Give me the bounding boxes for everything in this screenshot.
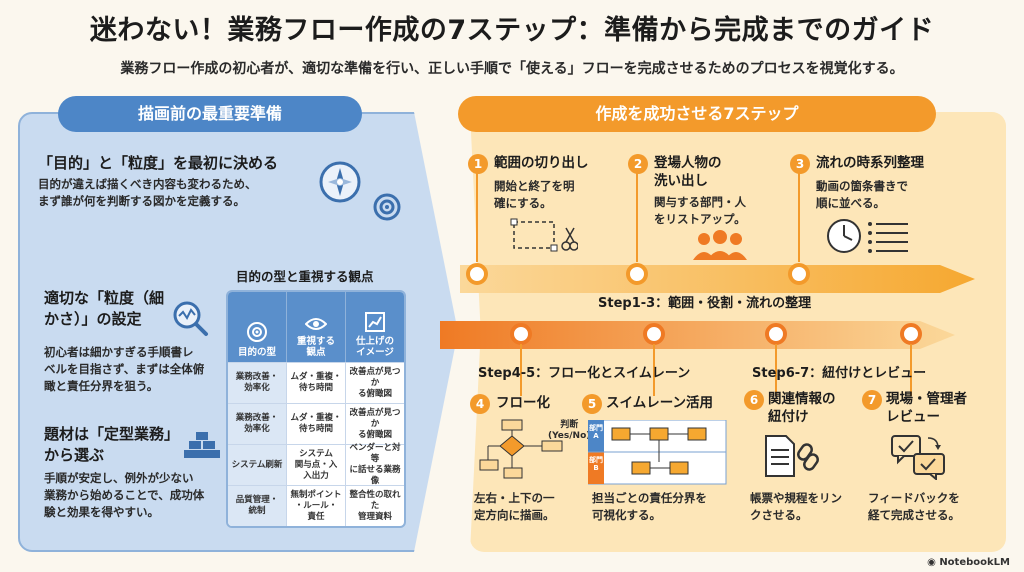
step-2-body: 関与する部門・人 をリストアップ。 [654,195,746,226]
blocks-icon [184,432,220,458]
page-subtitle: 業務フロー作成の初心者が、適切な準備を行い、正しい手順で「使える」フローを完成さ… [120,61,904,77]
purpose-granularity-body: 目的が違えば描くべき内容も変わるため、 まず誰が何を判断する図かを定義する。 [38,177,257,208]
people-icon [693,230,747,260]
table-row: 業務改善・効率化 ムダ・重複・待ち時間 改善点が見つかる俯瞰図 [228,362,404,403]
step-3-title: 流れの時系列整理 [816,155,924,171]
header-purpose-type: 目的の型 [228,292,287,362]
step-number-2: 2 [628,154,648,174]
connector-line [636,170,638,262]
target-icon [373,193,401,221]
chart-board-icon [365,312,385,332]
table-header-row: 目的の型 重視する 観点 仕上げの イメージ [228,292,404,362]
eye-icon [305,318,327,330]
step-1-body: 開始と終了を明 確にする。 [494,179,575,210]
feedback-chat-icon [891,435,945,480]
connector-line [520,344,522,396]
step-7-body: フィードバックを 経て完成させる。 [868,491,960,522]
connector-line [476,170,478,262]
page-title: 迷わない！業務フロー作成の7ステップ：準備から完成までのガイド [89,15,935,46]
table-row: システム刷新 システム関与点・入入出力 ベンダーと対等に話せる業務像 [228,443,404,486]
step-number-5: 5 [582,394,602,414]
step-7-title: 現場・管理者 レビュー [886,391,967,425]
step-5-body: 担当ごとの責任分界を 可視化する。 [592,491,707,522]
notebooklm-watermark: ◉ NotebookLM [927,557,1010,568]
swimlane-icon [588,420,727,485]
step-number-7: 7 [862,390,882,410]
connector-line [910,344,912,396]
compass-icon [319,161,361,203]
granularity-title: 適切な「粒度（細 かさ）」の設定 [44,289,165,328]
target-icon [247,322,267,342]
step-2-title: 登場人物の 洗い出し [654,155,722,189]
step-5-title: スイムレーン活用 [606,395,714,411]
notebooklm-logo-icon: ◉ [927,557,936,568]
step-3-body: 動画の箇条書きで 順に並べる。 [816,179,908,210]
decision-label: 判断 (Yes/No) [548,420,591,441]
step-6-body: 帳票や規程をリン クさせる。 [750,491,842,522]
viewpoint-table: 目的の型 重視する 観点 仕上げの イメージ 業務改善・効率化 ムダ・重複・待ち… [226,290,406,528]
step-number-4: 4 [470,394,490,414]
step-4-body: 左右・上下の一 定方向に描画。 [474,491,555,522]
timeline-dots [466,263,922,345]
viewpoint-table-title: 目的の型と重視する観点 [236,269,374,284]
routine-task-body: 手順が安定し、例外が少ない 業務から始めることで、成功体 験と効果を得やすい。 [44,471,205,519]
preparation-header: 描画前の最重要準備 [58,96,362,132]
connector-line [775,344,777,396]
step-number-6: 6 [744,390,764,410]
document-link-icon [765,435,819,477]
stage-label-6-7: Step6-7：紐付けとレビュー [752,366,927,381]
step-number-3: 3 [790,154,810,174]
granularity-body: 初心者は細かすぎる手順書レ ベルを目指さず、まずは全体俯 瞰と責任分界を狙う。 [44,345,205,393]
stage-label-4-5: Step4-5：フロー化とスイムレーン [478,366,691,381]
stage-label-1-3: Step1-3：範囲・役割・流れの整理 [598,296,812,311]
table-row: 業務改善・効率化 ムダ・重複・待ち時間 改善点が見つかる俯瞰図 [228,403,404,444]
header-viewpoint: 重視する 観点 [287,292,346,362]
process-arrows [440,265,975,349]
step-4-title: フロー化 [496,395,550,411]
step-1-title: 範囲の切り出し [494,155,589,171]
crop-scissors-icon [510,218,578,252]
step-number-1: 1 [468,154,488,174]
magnifier-icon [173,301,208,336]
purpose-granularity-title: 「目的」と「粒度」を最初に決める [38,154,279,172]
lane-b-label: 部門B [589,456,603,472]
table-row: 品質管理・統制 無制ポイント・ルール・責任 整合性の取れた管理資料 [228,485,404,526]
routine-task-title: 題材は「定型業務」 から選ぶ [44,425,180,464]
connector-line [653,344,655,396]
clock-list-icon [827,219,908,253]
steps-header: 作成を成功させる7ステップ [458,96,936,132]
lane-a-label: 部門A [589,424,603,440]
header-finish-image: 仕上げの イメージ [346,292,404,362]
step-6-title: 関連情報の 紐付け [768,391,836,425]
flowchart-icon [479,419,563,479]
connector-line [798,170,800,262]
